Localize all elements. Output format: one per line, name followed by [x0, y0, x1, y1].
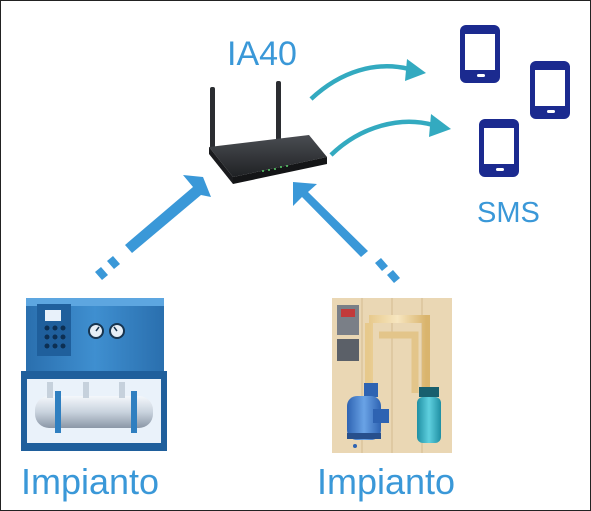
- sms-transmission-arrow-lower: [329, 114, 451, 157]
- wifi-router-icon: [209, 81, 327, 184]
- plant-label-right: Impianto: [317, 461, 456, 502]
- pump-pipework-plant-icon: [332, 298, 452, 453]
- sms-label: SMS: [477, 197, 540, 229]
- plant-label-left: Impianto: [21, 461, 160, 502]
- smartphone-icon: [479, 119, 519, 177]
- sms-transmission-arrow-upper: [309, 59, 426, 101]
- smartphone-icon: [460, 25, 500, 83]
- smartphone-icon: [530, 61, 570, 119]
- router-label: IA40: [227, 35, 297, 73]
- industrial-tank-plant-icon: [21, 298, 167, 451]
- data-flow-arrow-right: [293, 182, 400, 283]
- data-flow-arrow-left: [95, 175, 211, 280]
